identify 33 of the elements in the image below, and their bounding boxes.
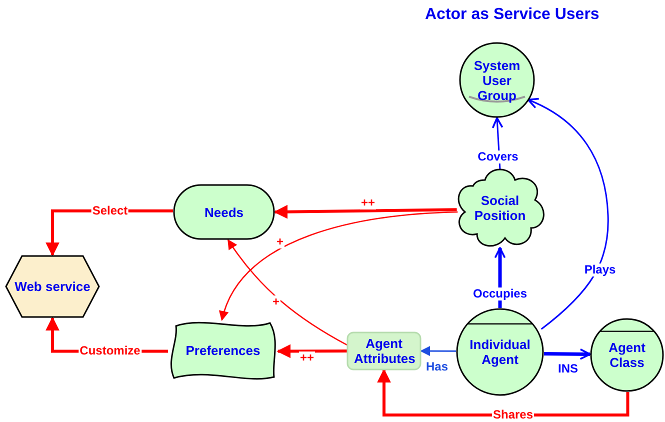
node-label: Agent Class [608,340,646,370]
edge-label: ++ [360,196,376,210]
edge-label: Covers [476,150,520,164]
cloud-node [455,168,545,248]
rounded-box [347,332,421,370]
node-label: Individual Agent [468,337,532,367]
hexagon-node [5,255,100,318]
edge-label: Shares [492,408,534,422]
circle-node [590,318,664,392]
edge-label: + [276,236,284,248]
edge-label: Occupies [472,288,528,300]
connector-arrow [220,211,458,321]
connector-arrow [228,239,348,346]
diagram-title: Actor as Service Users [425,6,600,24]
connector-arrow [276,344,347,358]
connector-arrow [527,98,609,330]
edge-label: Customize [78,344,142,358]
edge-label: Select [91,204,129,218]
connector-arrow [274,204,457,219]
circle-node [459,42,535,118]
edge-label: INS [557,362,579,376]
node-label: Social Position [473,193,527,223]
circle-node [456,308,544,396]
connector-arrow [420,346,456,356]
node-label: Preferences [186,342,260,358]
edge-label: Plays [583,264,617,276]
node-label: System User Group [472,58,522,102]
connector-arrow [544,348,591,360]
edge-label: Has [425,360,449,374]
node-label: Agent Attributes [354,336,414,366]
node-label: Web service [14,279,90,294]
node-label: Needs [204,204,244,220]
wavy-node [168,320,278,380]
